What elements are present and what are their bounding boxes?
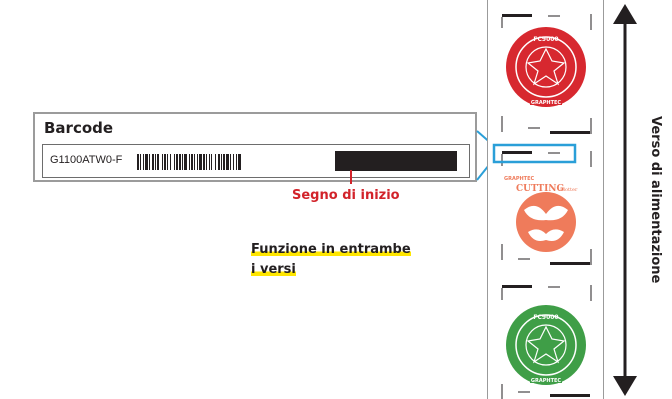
barcode-bar	[203, 154, 205, 170]
feed-arrow	[613, 4, 637, 396]
feed-direction-label-wrap: Verso di alimentazione	[646, 42, 666, 399]
barcode-bar	[233, 154, 234, 170]
barcode-bar	[157, 154, 159, 170]
barcode-bar	[191, 154, 193, 170]
barcode-bar	[143, 154, 144, 170]
logo-orange-title: CUTTING	[516, 184, 564, 194]
barcode-bar	[238, 154, 241, 170]
start-mark-highlight	[492, 143, 577, 164]
barcode-code-text: G1100ATW0-F	[50, 154, 123, 166]
logo-red	[506, 27, 586, 107]
label-1: FC9000 GRAPHTEC	[501, 14, 592, 134]
logo-green-brand: GRAPHTEC	[531, 378, 561, 384]
logo-red-brand: GRAPHTEC	[531, 100, 561, 106]
bidirectional-line1: Funzione in entrambe	[251, 242, 411, 257]
barcode-bar	[167, 154, 168, 170]
logo-orange-sub: Plotter	[560, 187, 578, 193]
arrow-down-icon	[613, 376, 637, 396]
barcode-bar	[206, 154, 207, 170]
label-3: FC9000 GRAPHTEC	[501, 285, 592, 399]
barcode-bar	[140, 154, 141, 170]
logo-green-title: FC9000	[533, 314, 558, 321]
bidirectional-note: Funzione in entrambe i versi	[251, 240, 451, 280]
barcode-bar	[230, 154, 231, 170]
barcode-bar	[194, 154, 195, 170]
logo-orange-brand: GRAPHTEC	[504, 176, 534, 182]
barcode-bar	[218, 154, 220, 170]
barcode-bar	[176, 154, 178, 170]
barcode-bar	[215, 154, 216, 170]
barcode-bar	[149, 154, 150, 170]
logo-green	[506, 305, 586, 385]
barcode-bar	[174, 154, 175, 170]
barcode-bar	[223, 154, 225, 170]
barcode-bar	[137, 154, 139, 170]
barcode-bar	[226, 154, 229, 170]
barcode-bar	[211, 154, 212, 170]
barcode-strip: G1100ATW0-F	[42, 144, 470, 178]
barcode-bar	[197, 154, 198, 170]
label-2: GRAPHTEC CUTTING Plotter	[501, 151, 592, 265]
barcode-bar	[209, 154, 210, 170]
barcode-bar	[182, 154, 183, 170]
barcode-bar	[164, 154, 166, 170]
logo-red-title: FC9000	[533, 36, 558, 43]
barcode-bar	[170, 154, 171, 170]
barcode-bars	[137, 154, 241, 170]
barcode-bar	[162, 154, 163, 170]
arrow-up-icon	[613, 4, 637, 24]
barcode-bar	[152, 154, 154, 170]
feed-direction-label: Verso di alimentazione	[648, 116, 663, 284]
start-mark-label: Segno di inizio	[292, 188, 400, 203]
label-sheet-art: FC9000 GRAPHTEC GRAPHTEC CUTTING Plotter	[492, 14, 592, 399]
start-mark-bar	[335, 151, 457, 171]
barcode-bar	[155, 154, 156, 170]
barcode-bar	[221, 154, 222, 170]
barcode-title: Barcode	[44, 119, 114, 137]
barcode-bar	[199, 154, 202, 170]
barcode-bar	[179, 154, 181, 170]
barcode-bar	[145, 154, 148, 170]
barcode-bar	[236, 154, 237, 170]
logo-orange	[516, 192, 576, 252]
bidirectional-line2: i versi	[251, 262, 296, 277]
barcode-bar	[189, 154, 190, 170]
barcode-bar	[184, 154, 187, 170]
label-sheet: FC9000 GRAPHTEC GRAPHTEC CUTTING Plotter	[487, 0, 604, 399]
barcode-callout: Barcode G1100ATW0-F	[33, 112, 477, 182]
